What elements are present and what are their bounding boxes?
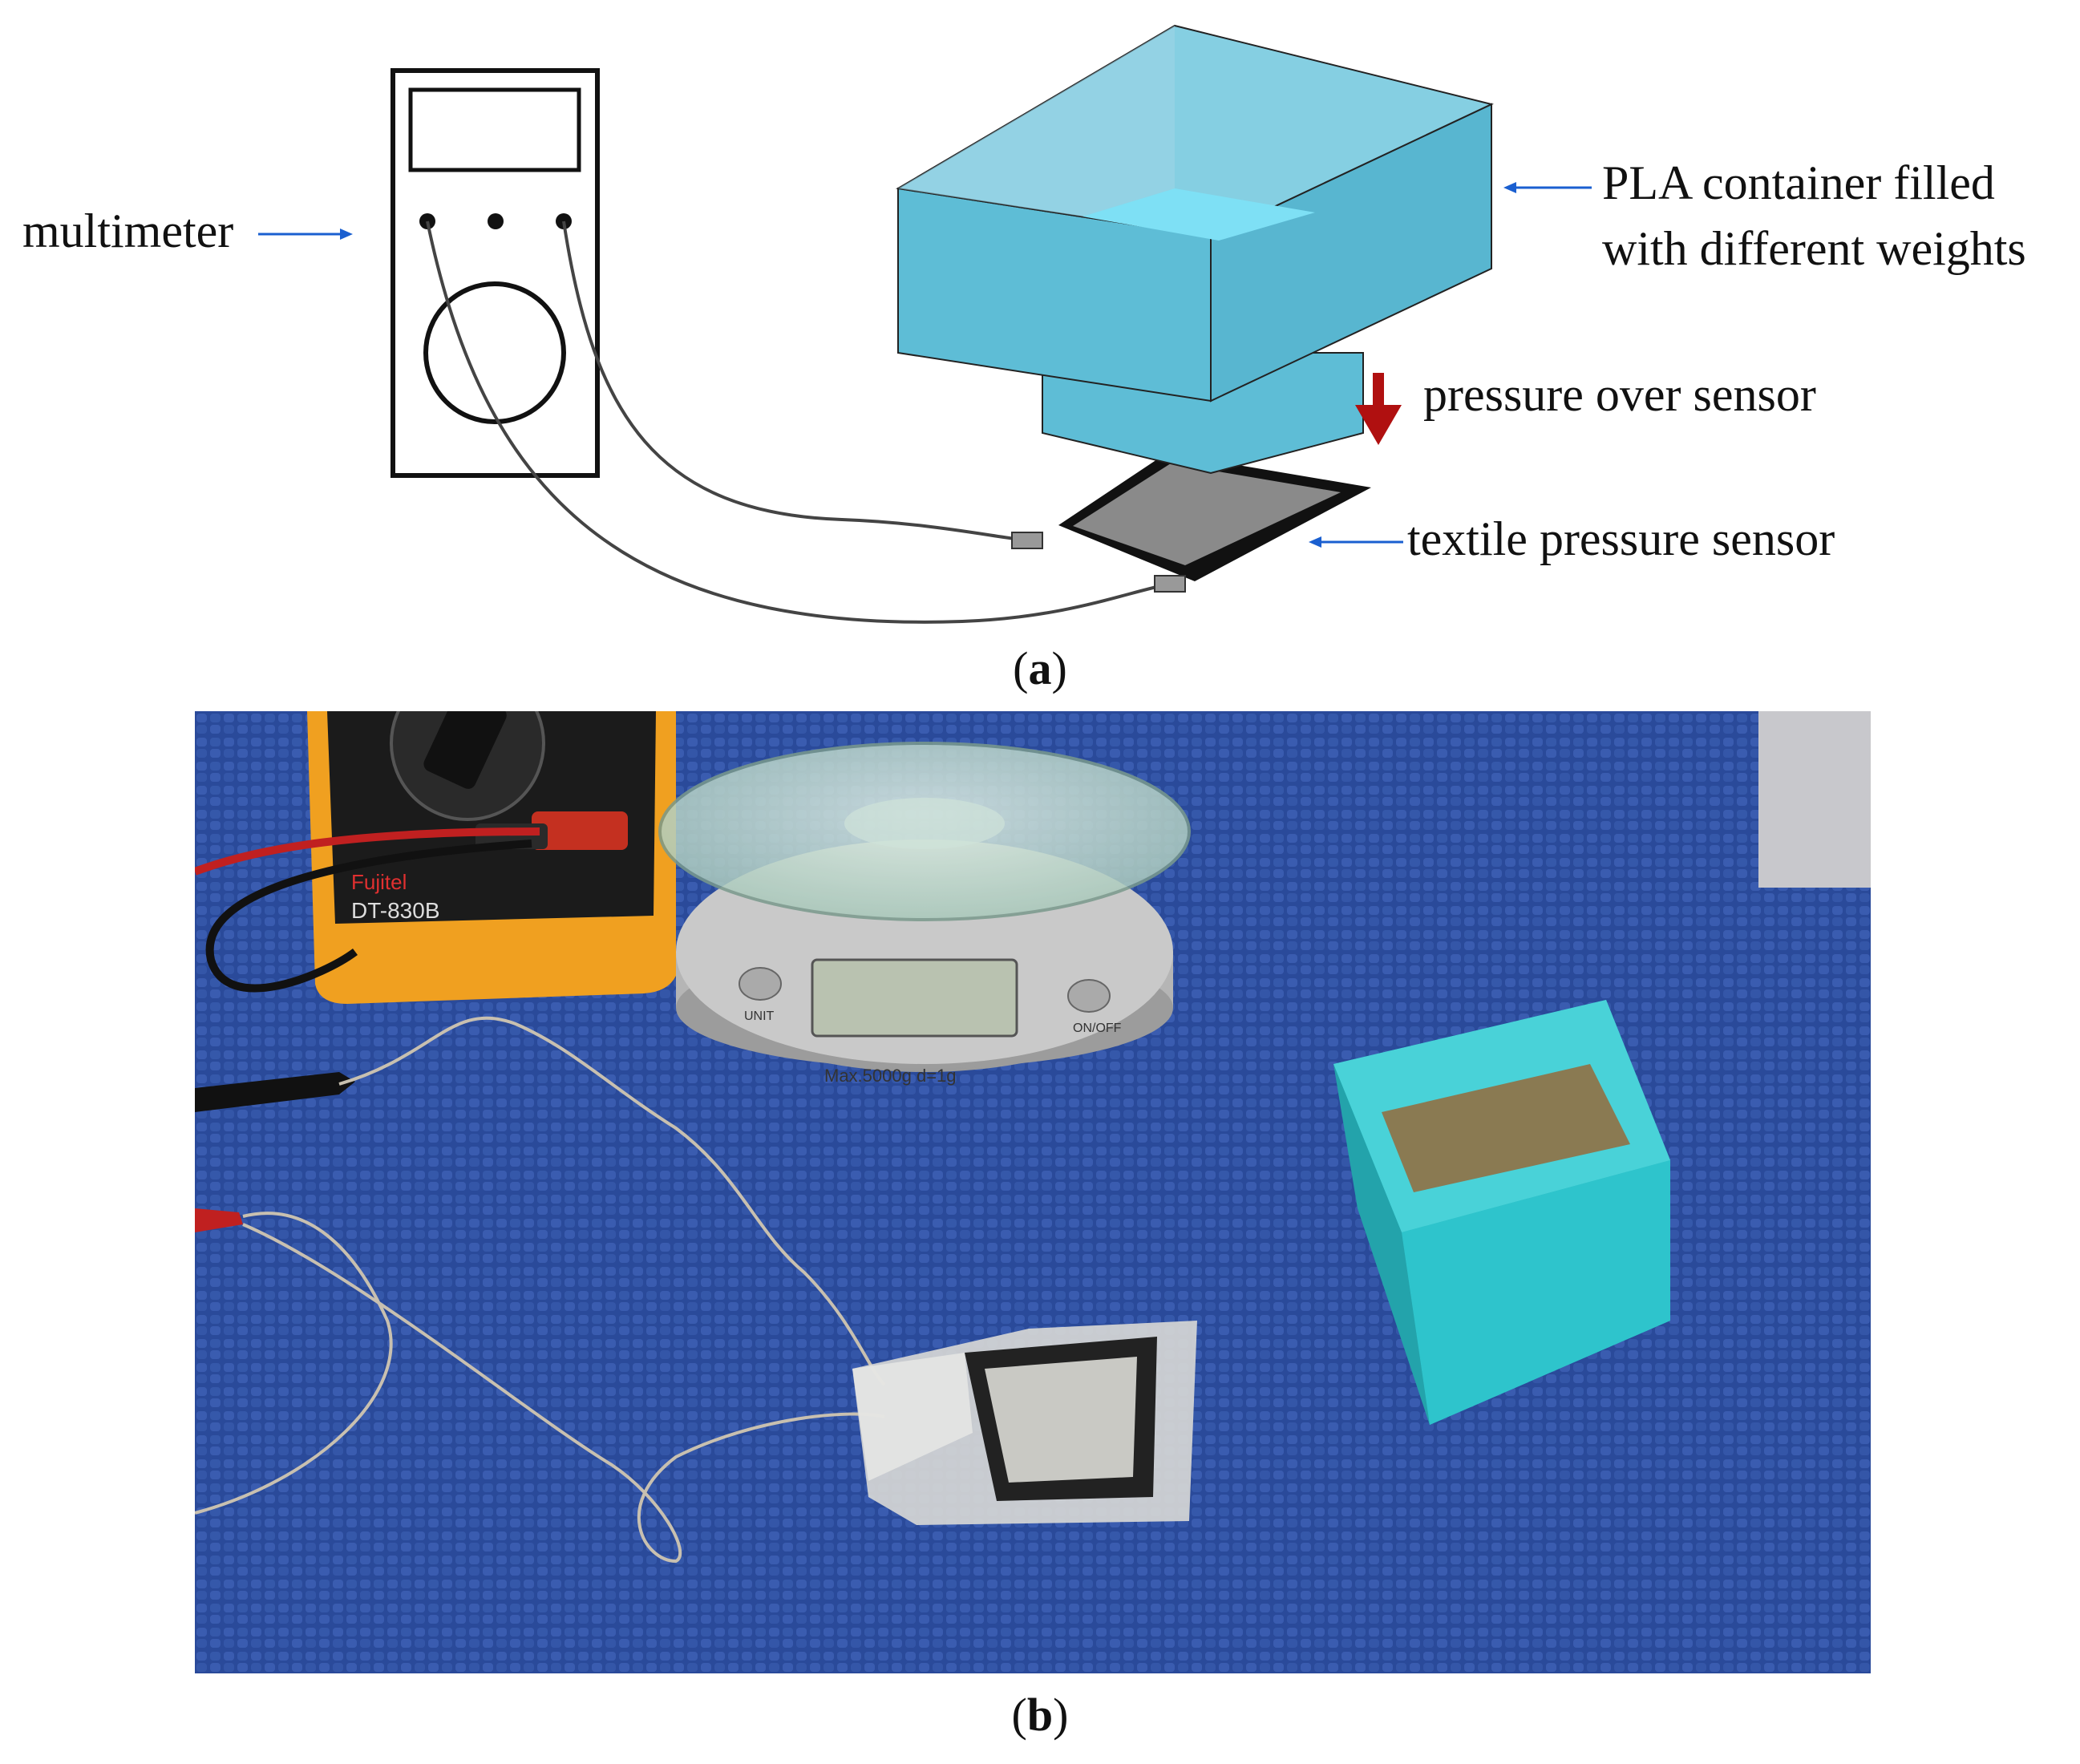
pla-container-drawing (896, 24, 1494, 475)
multimeter-drawing (391, 68, 600, 478)
photo-thread-3 (242, 1223, 885, 1564)
photo-multimeter: Fujitel DT-830B (307, 711, 676, 1004)
caption-a: (a) (1013, 642, 1067, 694)
background-wall (1758, 711, 1871, 888)
pressure-arrow (1355, 373, 1402, 445)
label-pressure: pressure over sensor (1423, 368, 1816, 421)
label-container-line1: PLA container filled (1602, 156, 1995, 209)
photo-pla-box (1333, 1000, 1670, 1425)
photo-thread-1 (338, 1016, 886, 1386)
label-multimeter: multimeter (22, 204, 233, 257)
photo-lead-red (195, 827, 540, 876)
sensor-connector-2 (1154, 575, 1186, 593)
leader-arrow-container (1503, 182, 1592, 193)
container-inner-floor (1082, 188, 1315, 241)
photo-lead-black (205, 840, 532, 993)
leader-arrow-multimeter (258, 229, 353, 240)
photo-multimeter-model: DT-830B (351, 898, 440, 923)
caption-a-letter: a (1028, 642, 1052, 694)
caption-b-letter: b (1026, 1689, 1054, 1741)
photo-scale-onoff: ON/OFF (1073, 1022, 1122, 1035)
photo-scale-display (811, 958, 1018, 1038)
multimeter-terminal-middle (488, 213, 504, 229)
probe-wire-right (562, 220, 1035, 543)
multimeter-display (408, 87, 581, 172)
leader-arrow-sensor (1309, 536, 1403, 548)
container-inner-shade (898, 26, 1175, 216)
label-container-line2: with different weights (1602, 222, 2026, 275)
multimeter-dial (423, 281, 566, 424)
photo-kitchen-scale: Max.5000g d=1g UNIT ON/OFF (658, 742, 1191, 1086)
photo-scene: Fujitel DT-830B Max.5000g d=1g UNIT ON/O… (195, 711, 1871, 1673)
photo-probe-black (195, 1072, 355, 1112)
label-sensor: textile pressure sensor (1407, 512, 1835, 565)
photo-scale-label: Max.5000g d=1g (824, 1066, 957, 1086)
probe-wire-left (426, 220, 1172, 624)
photo-thread-2 (195, 1212, 393, 1515)
photo-multimeter-brand: Fujitel (351, 870, 407, 894)
photo-textile-sensor (852, 1321, 1197, 1525)
sensor-active-area (1073, 463, 1341, 565)
sensor-connector-1 (1011, 532, 1043, 549)
photo-panel-b: Fujitel DT-830B Max.5000g d=1g UNIT ON/O… (195, 711, 1871, 1673)
diagram-panel-a: multimeter PLA container filled with dif… (22, 24, 2026, 624)
textile-sensor-drawing (1011, 453, 1371, 593)
photo-probe-red (195, 1208, 243, 1232)
caption-b: (b) (1011, 1689, 1069, 1741)
photo-scale-unit: UNIT (744, 1009, 775, 1023)
